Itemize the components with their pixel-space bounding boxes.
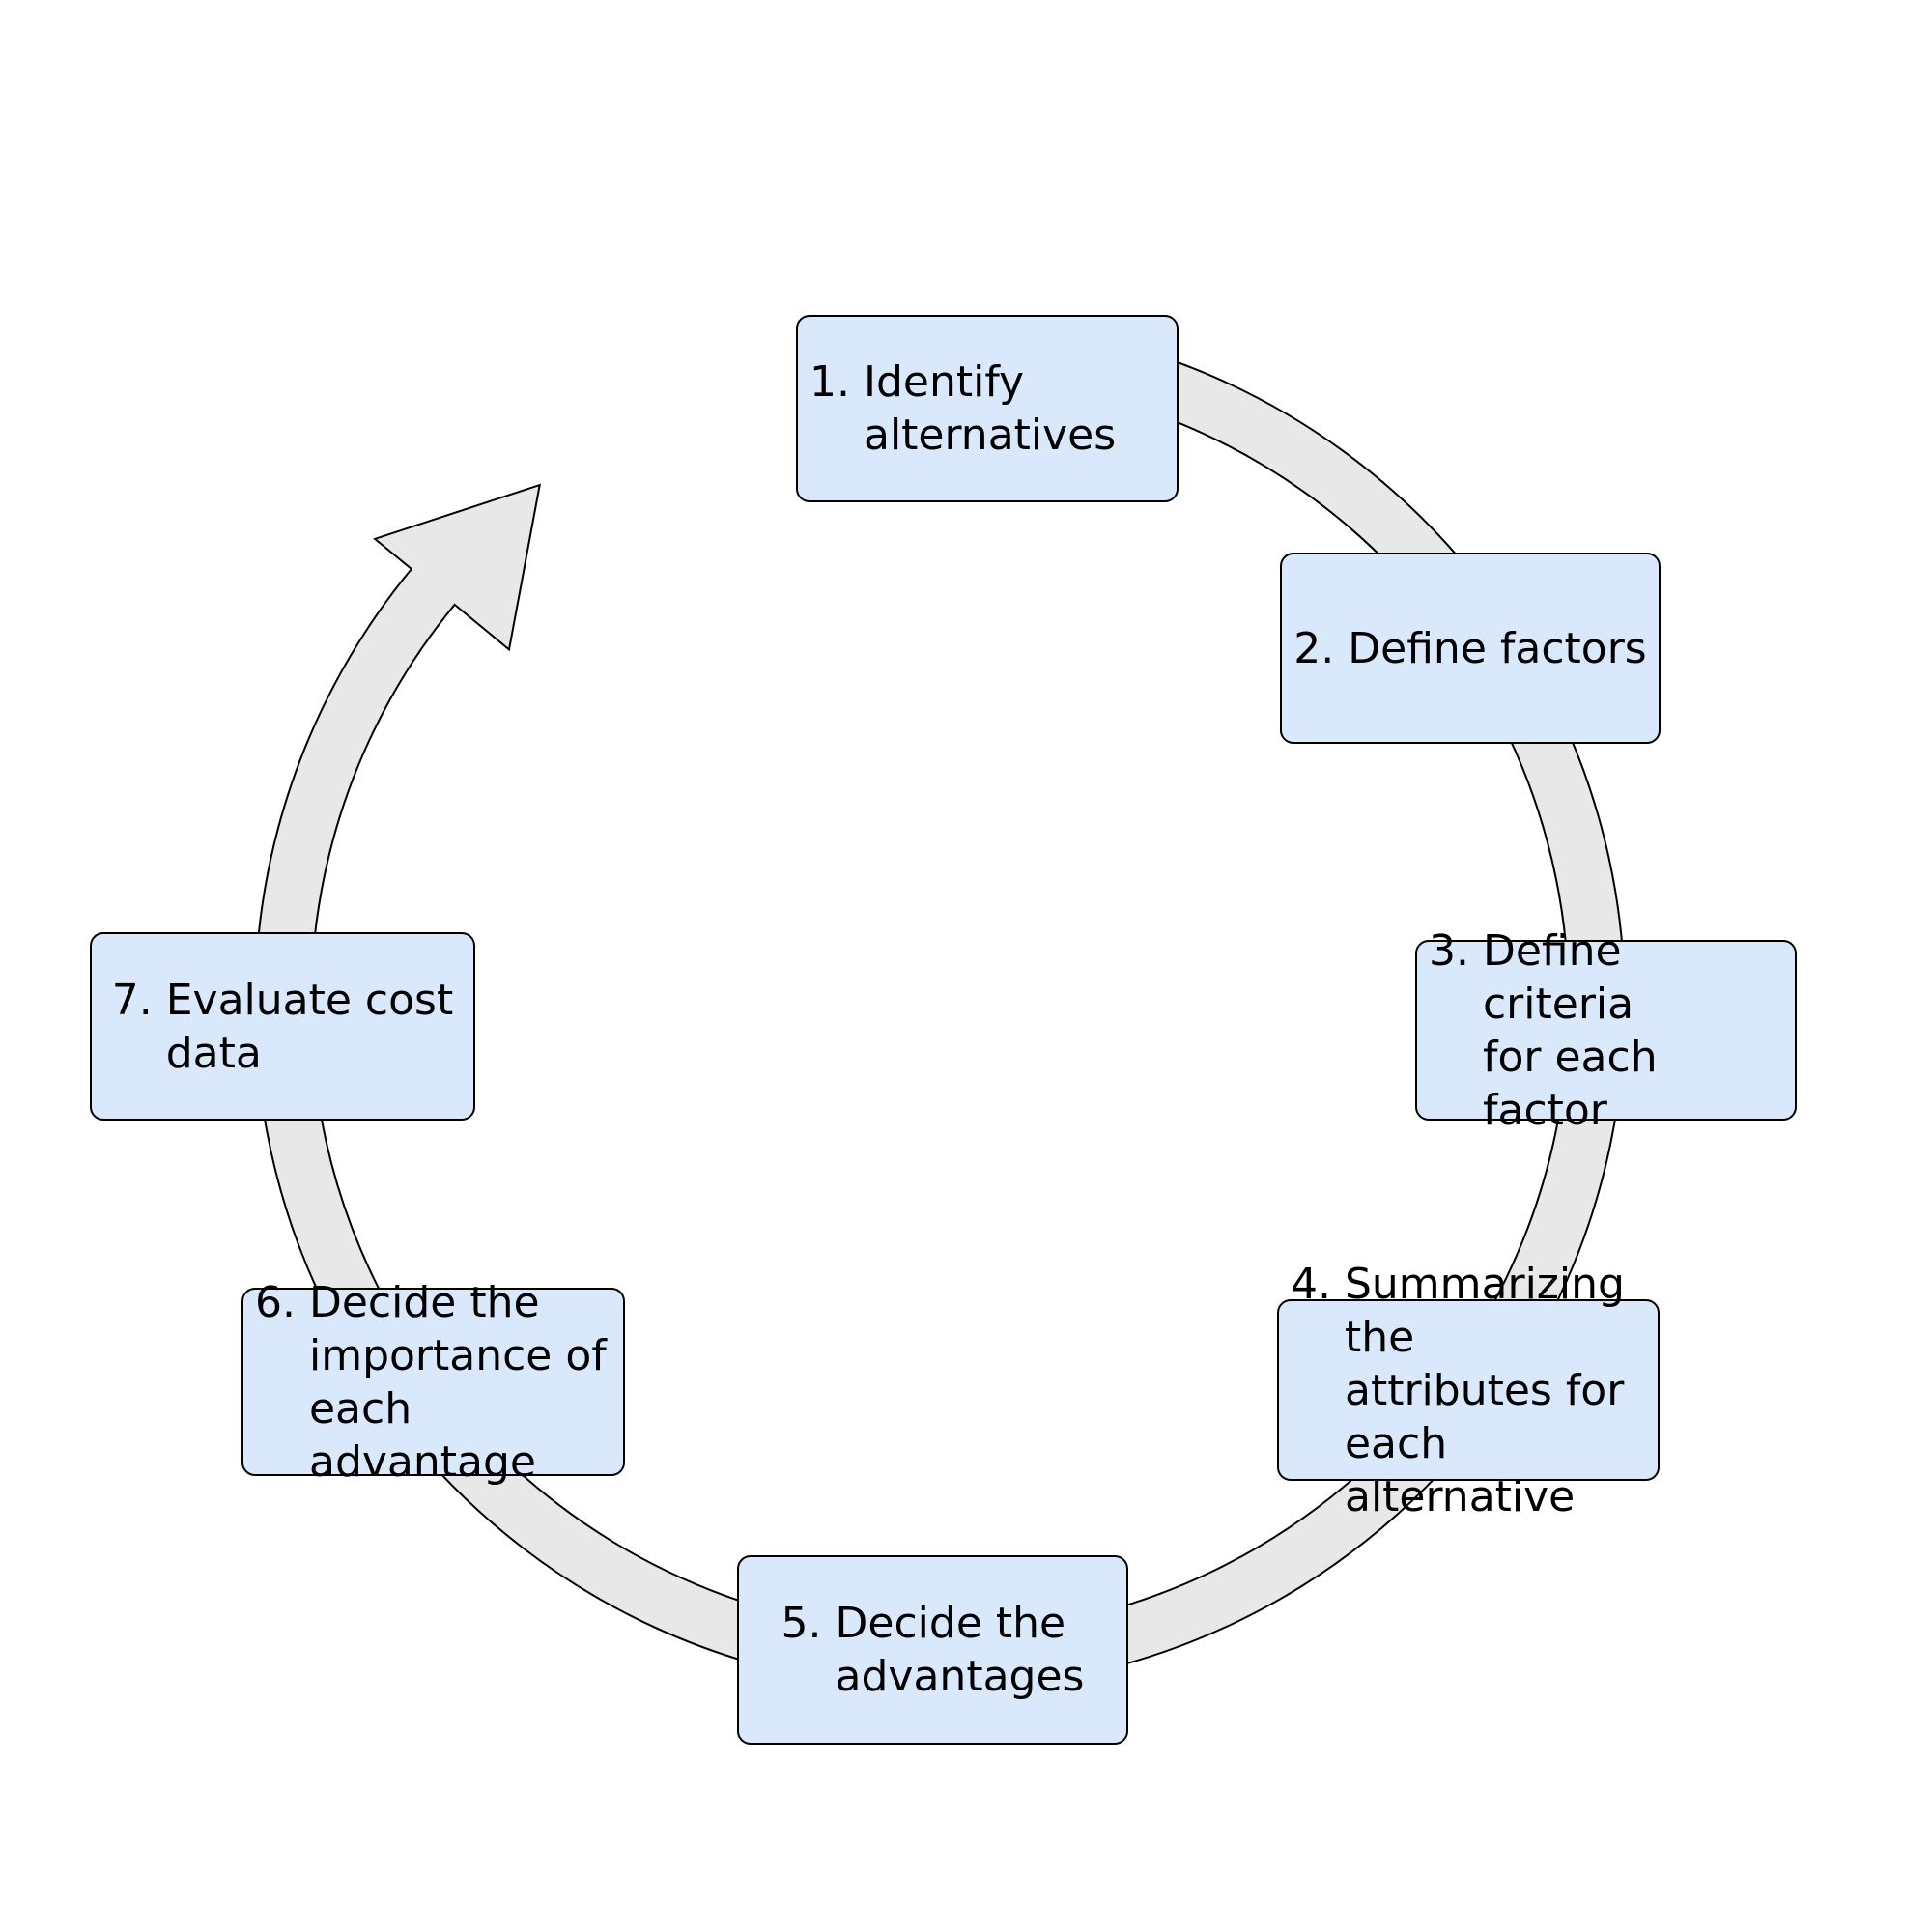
step-box-3: 3. Define criteria for each factor xyxy=(1415,926,1797,1135)
step-box-2: 2. Define factors xyxy=(1280,553,1661,744)
step-number: 6. xyxy=(255,1277,296,1327)
step-box-1: 1. Identify alternatives xyxy=(796,315,1179,502)
step-number: 7. xyxy=(111,975,153,1025)
step-number: 5. xyxy=(781,1599,822,1648)
step-number: 1. xyxy=(810,357,850,407)
cycle-arrow-shape xyxy=(254,319,1626,1690)
step-content: 1. Identify alternatives xyxy=(798,355,1177,462)
step-content: 6. Decide the importance of each advanta… xyxy=(243,1276,623,1489)
step-box-5: 5. Decide the advantages xyxy=(737,1555,1128,1745)
step-number: 4. xyxy=(1291,1259,1331,1309)
step-content: 3. Define criteria for each factor xyxy=(1417,924,1795,1137)
step-content: 4. Summarizing the attributes for each a… xyxy=(1279,1258,1658,1523)
step-label: Decide the importance of each advantage xyxy=(308,1277,607,1487)
step-content: 7. Evaluate cost data xyxy=(100,974,465,1080)
step-box-6: 6. Decide the importance of each advanta… xyxy=(242,1278,625,1487)
step-label: Identify alternatives xyxy=(863,357,1117,460)
step-box-7: 7. Evaluate cost data xyxy=(90,932,475,1121)
step-content: 5. Decide the advantages xyxy=(770,1597,1096,1703)
step-label: Summarizing the attributes for each alte… xyxy=(1344,1259,1625,1521)
step-number: 2. xyxy=(1293,623,1335,673)
step-label: Decide the advantages xyxy=(835,1599,1085,1701)
step-number: 3. xyxy=(1429,925,1469,976)
step-box-4: 4. Summarizing the attributes for each a… xyxy=(1277,1260,1660,1521)
step-label: Define factors xyxy=(1348,623,1647,673)
step-label: Define criteria for each factor xyxy=(1482,925,1658,1135)
step-label: Evaluate cost data xyxy=(165,975,454,1078)
step-content: 2. Define factors xyxy=(1282,622,1658,675)
